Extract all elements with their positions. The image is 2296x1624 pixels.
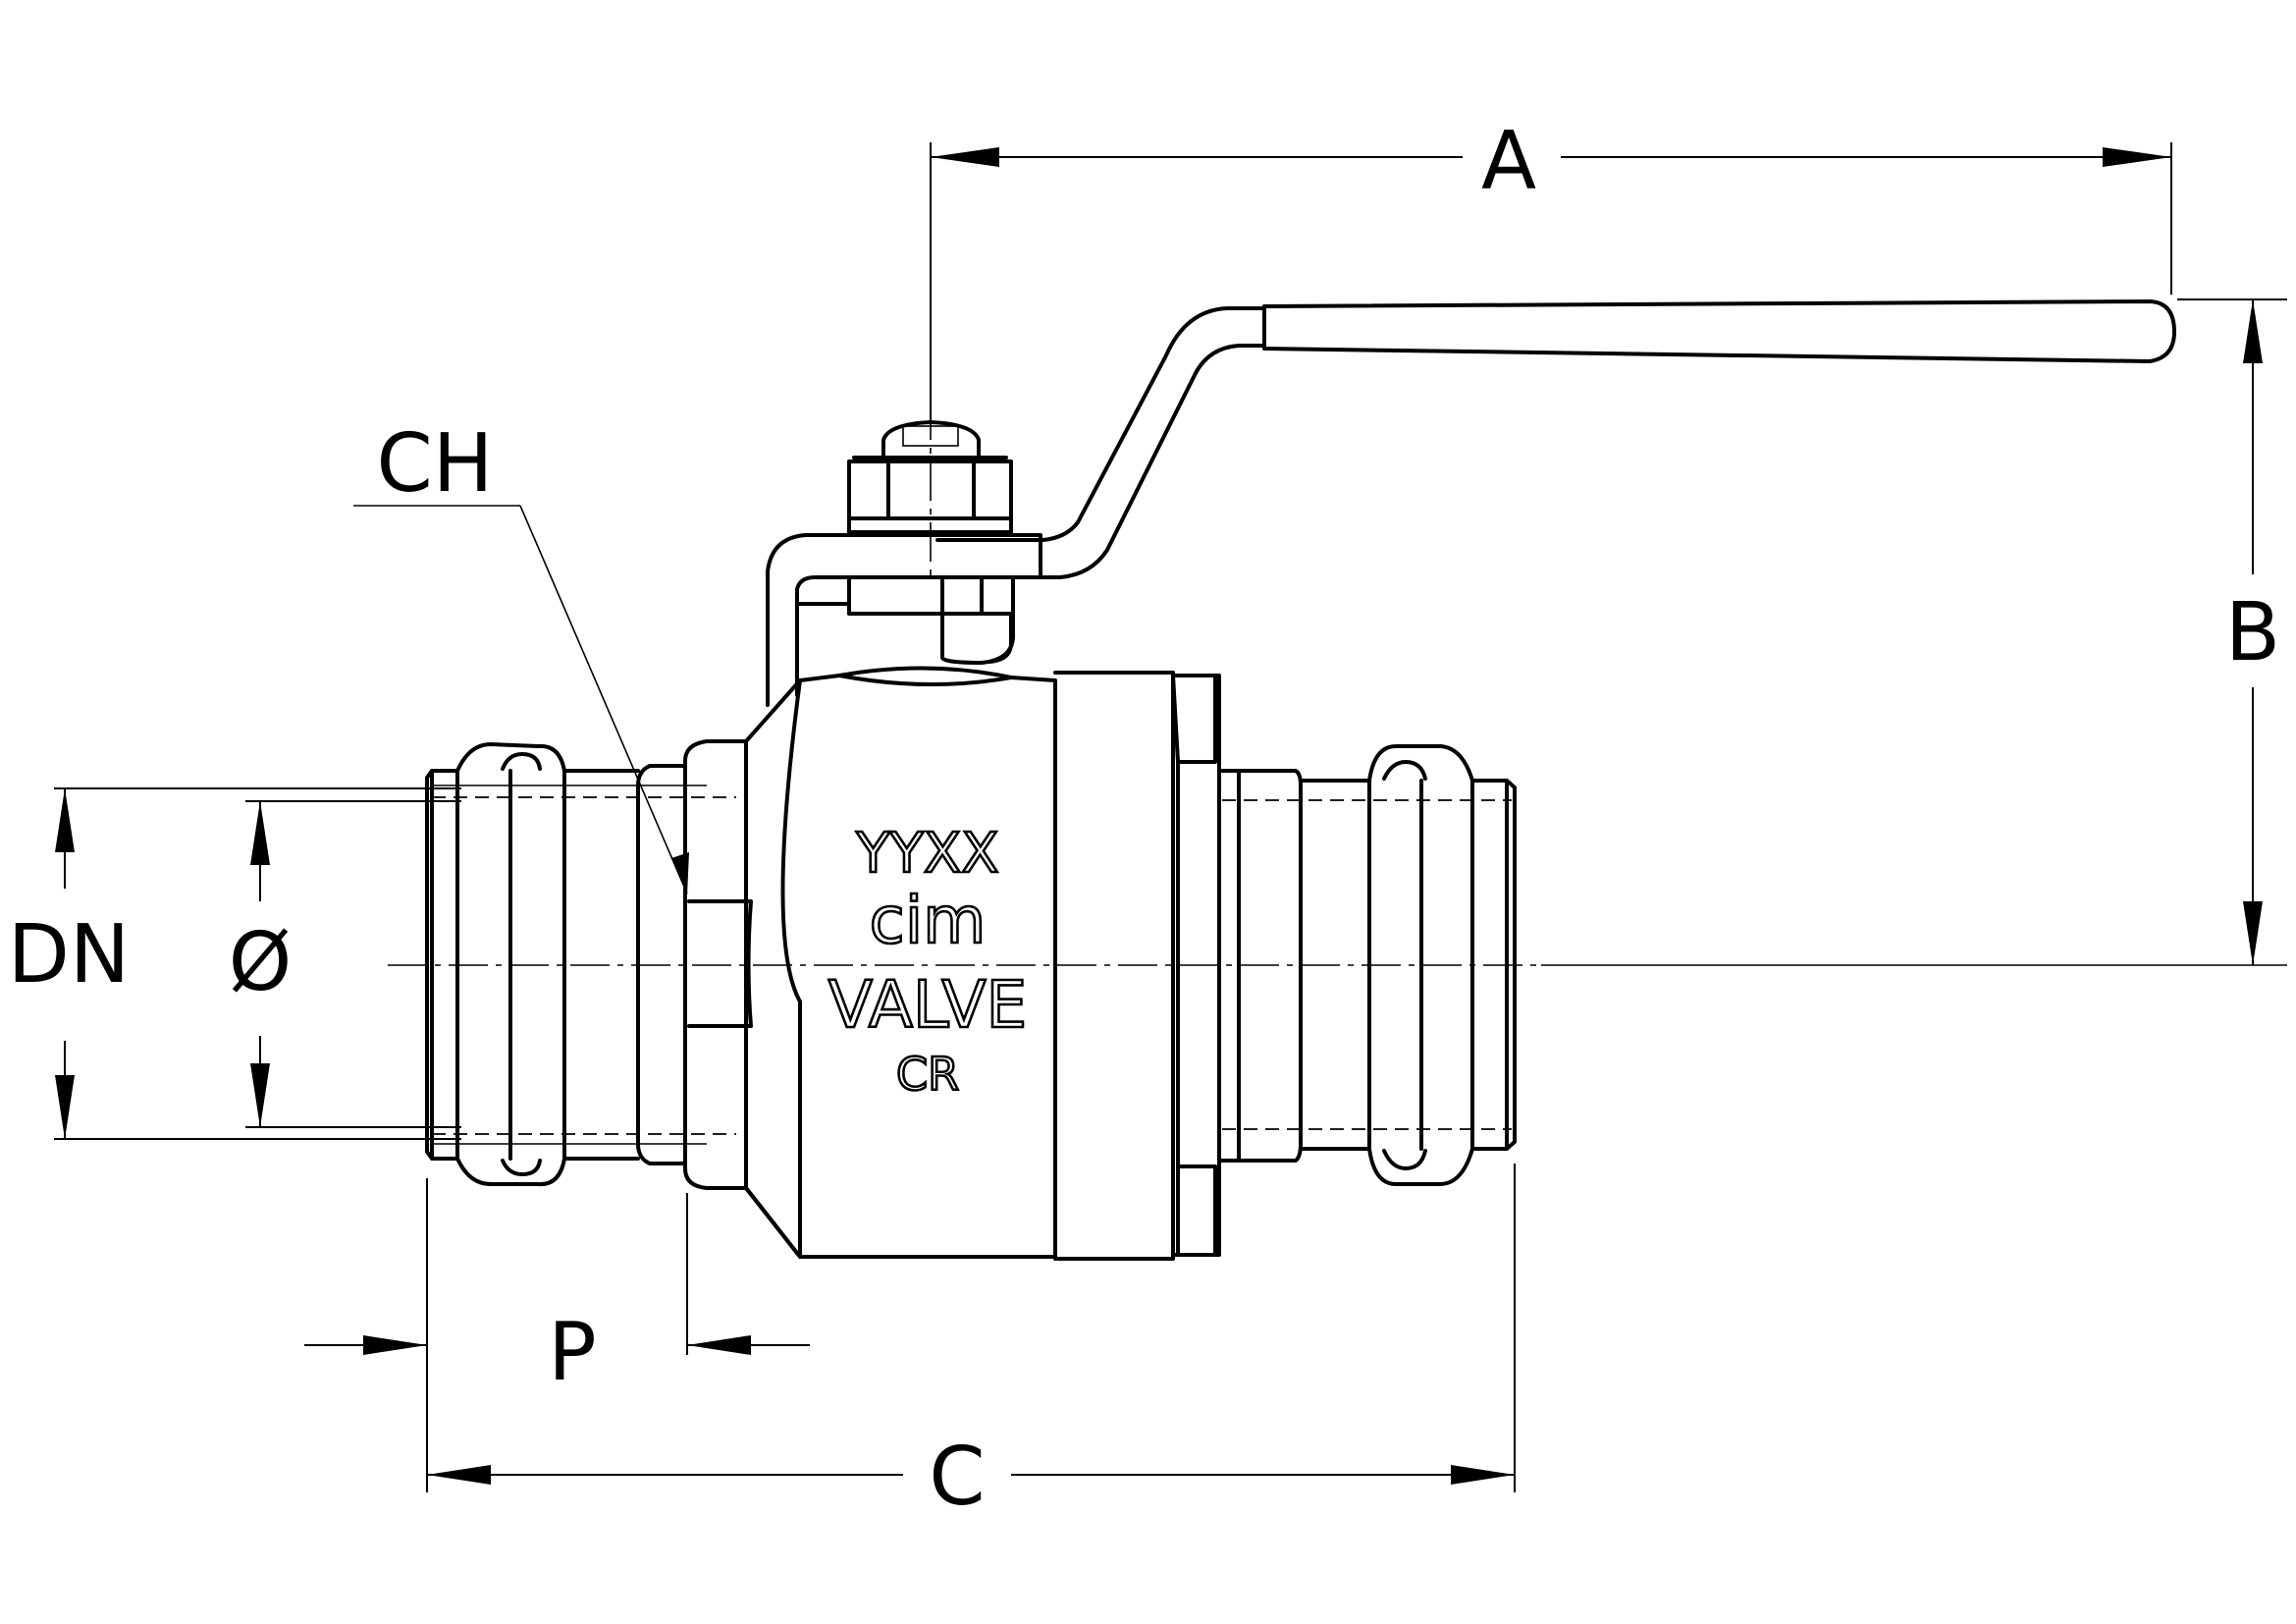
marking-valve: VALVE — [828, 967, 1027, 1043]
label-dn: DN — [8, 908, 130, 1001]
label-diameter: Ø — [229, 916, 293, 1009]
centerlines — [388, 157, 2287, 966]
valve-body — [683, 666, 1241, 1261]
dimension-ch: CH — [353, 417, 689, 895]
right-press-end — [1222, 744, 1517, 1186]
label-a: A — [1481, 115, 1536, 208]
stem-nut — [847, 420, 1013, 534]
dimension-p: P — [304, 1178, 810, 1492]
gland-bracket — [766, 533, 1042, 707]
marking-brand-logo: cim — [870, 883, 987, 958]
dimension-diameter: Ø — [229, 800, 461, 1128]
handle-lever — [935, 299, 2176, 579]
marking-cr-logo: CR — [896, 1048, 959, 1101]
label-p: P — [548, 1306, 596, 1399]
label-b: B — [2225, 586, 2280, 679]
left-press-end — [425, 742, 736, 1187]
marking-date-code: YYXX — [855, 822, 998, 886]
label-c: C — [929, 1431, 985, 1524]
body-marking: YYXX cim VALVE CR — [827, 821, 1028, 1103]
dimension-dn: DN — [8, 787, 461, 1140]
label-ch: CH — [377, 417, 494, 511]
dimension-c: C — [427, 1164, 1516, 1524]
dimension-b: B — [2177, 298, 2287, 965]
dimension-a: A — [930, 115, 2172, 422]
